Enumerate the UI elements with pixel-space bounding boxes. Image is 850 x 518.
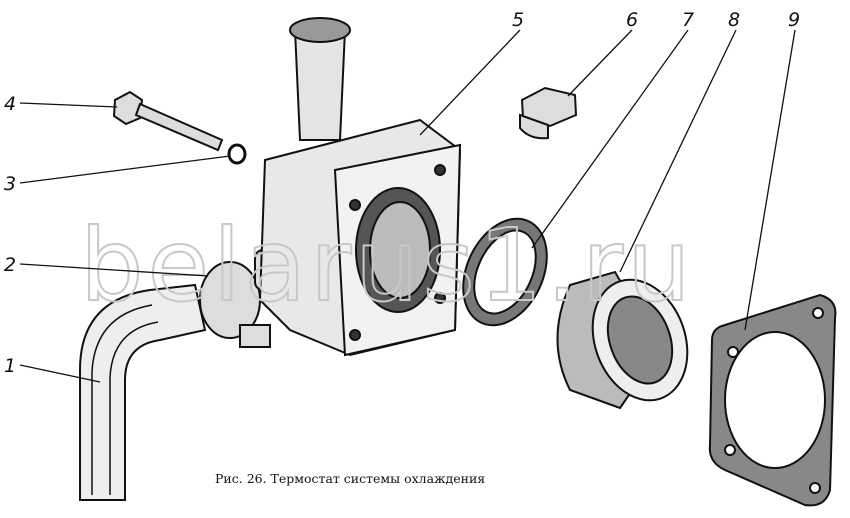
- watermark: belarus1.ru: [80, 207, 695, 324]
- leader-lines: [19, 29, 796, 383]
- callout-3: 3: [4, 173, 16, 195]
- callout-1: 1: [4, 355, 16, 377]
- hose-part-1: [79, 283, 207, 501]
- bolt-part-4: [112, 90, 224, 152]
- plug-part-6: [519, 86, 578, 140]
- thermostat-housing-part-5: [258, 17, 462, 357]
- seal-ring-part-7: [462, 217, 548, 327]
- figure-caption: Рис. 26. Термостат системы охлаждения: [215, 471, 486, 486]
- callout-6: 6: [626, 9, 638, 31]
- thermostat-valve-part-8: [556, 270, 689, 410]
- callout-4: 4: [4, 93, 16, 115]
- flange-gasket-part-9: [708, 293, 837, 507]
- washer-part-3: [227, 143, 247, 165]
- callout-5: 5: [512, 9, 524, 31]
- callout-7: 7: [682, 9, 694, 31]
- callout-9: 9: [788, 9, 800, 31]
- callout-2: 2: [4, 254, 16, 276]
- callout-8: 8: [728, 9, 740, 31]
